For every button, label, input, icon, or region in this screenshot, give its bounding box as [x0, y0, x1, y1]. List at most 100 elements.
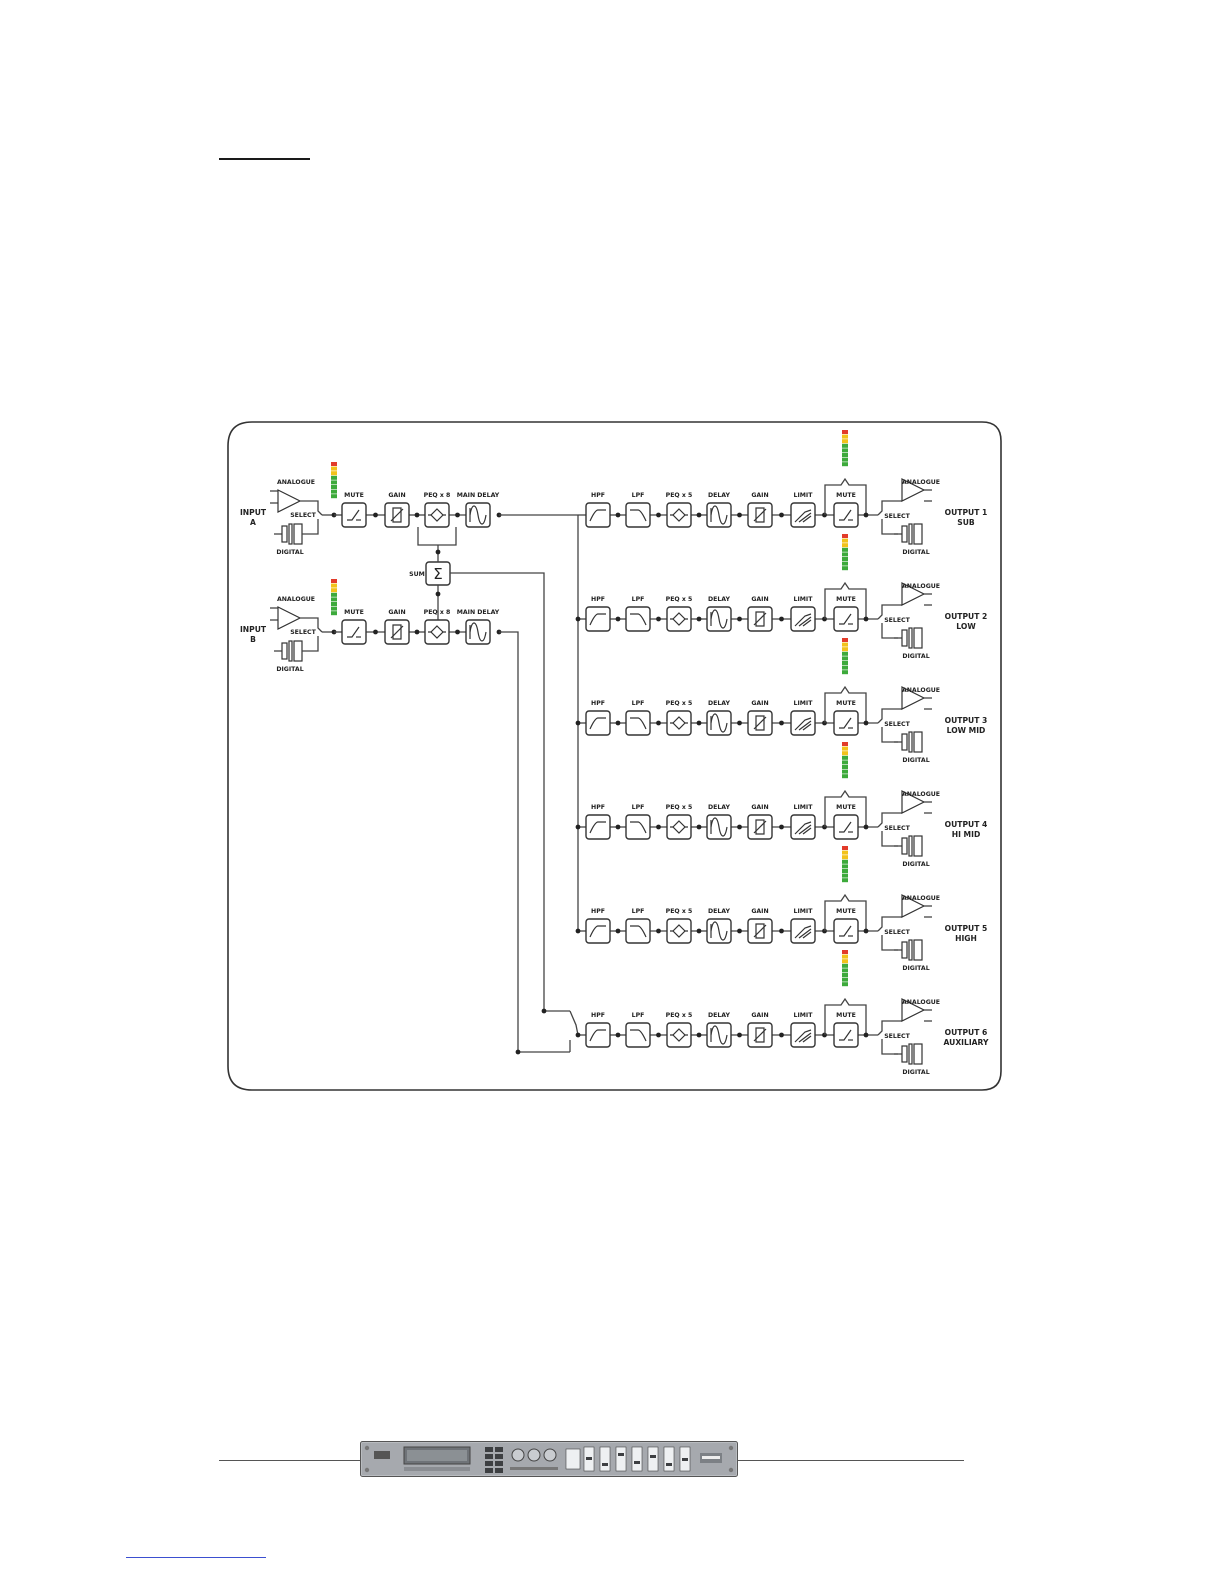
output-block-hpf: HPF	[585, 492, 611, 528]
meter-segment	[331, 485, 337, 489]
meter-segment	[842, 661, 848, 665]
block-box	[790, 918, 816, 944]
meter-segment	[842, 751, 848, 756]
block-label: LIMIT	[794, 700, 814, 707]
digital-port-icon	[901, 733, 908, 751]
block-label: MUTE	[836, 1012, 856, 1019]
block-label: LPF	[632, 700, 645, 707]
meter-segment	[842, 878, 848, 883]
output-block-gain: GAIN	[747, 1012, 773, 1048]
gain-icon	[755, 923, 765, 939]
digital-port-icon	[908, 627, 913, 649]
junction-dot	[696, 928, 702, 934]
digital-label: DIGITAL	[276, 549, 303, 556]
meter-segment	[331, 471, 337, 476]
block-box	[666, 814, 692, 840]
limit-icon	[802, 931, 812, 939]
processor-front-panel-image	[360, 1441, 738, 1477]
lpf-icon	[630, 821, 647, 834]
junction-dot	[696, 824, 702, 830]
meter-segment	[331, 462, 337, 466]
meter-segment	[842, 434, 848, 439]
block-label: DELAY	[708, 908, 731, 915]
select-label: SELECT	[884, 929, 910, 936]
limit-icon	[794, 821, 812, 835]
block-box	[341, 619, 367, 645]
meter-segment	[842, 552, 848, 557]
analogue-label: ANALOGUE	[902, 479, 940, 486]
block-box	[424, 619, 450, 645]
junction-dot	[779, 616, 784, 622]
digital-port-icon	[901, 837, 908, 855]
output-block-lpf: LPF	[625, 492, 651, 528]
output-block-mute: MUTE	[833, 1012, 859, 1048]
signal-line	[499, 631, 570, 1053]
output-block-peq-x-5: PEQ x 5	[666, 908, 693, 944]
meter-segment	[842, 950, 848, 954]
block-label: PEQ x 5	[666, 1012, 693, 1019]
junction-dot	[615, 616, 621, 622]
signal-line	[881, 831, 898, 847]
limit-icon	[802, 723, 812, 731]
digital-label: DIGITAL	[902, 965, 929, 972]
input-level-meter	[331, 579, 337, 616]
digital-port-icon	[281, 642, 288, 660]
meter-segment	[842, 959, 848, 964]
select-label: SELECT	[884, 1033, 910, 1040]
signal-line	[300, 500, 323, 516]
output-block-peq-x-5: PEQ x 5	[666, 596, 692, 632]
output-name: AUXILIARY	[944, 1038, 989, 1047]
output-name: HIGH	[955, 934, 977, 943]
output-block-limit: LIMIT	[790, 596, 816, 632]
hpf-icon	[589, 613, 606, 626]
meter-segment	[842, 566, 848, 571]
block-label: GAIN	[388, 609, 405, 616]
signal-line	[824, 685, 867, 723]
block-label: DELAY	[708, 492, 731, 499]
junction-dot	[615, 720, 621, 726]
junction-dot	[575, 616, 581, 622]
limit-icon	[798, 928, 812, 939]
digital-port-icon	[913, 1043, 923, 1065]
junction-dot	[575, 1032, 581, 1038]
footer-link-underline[interactable]	[126, 1557, 266, 1558]
junction-dot	[863, 928, 869, 934]
junction-dot	[615, 824, 621, 830]
signal-line	[881, 1039, 898, 1055]
block-label: LIMIT	[794, 804, 814, 811]
junction-dot	[779, 720, 784, 726]
limit-icon	[802, 827, 812, 835]
block-box	[790, 814, 816, 840]
delay-icon	[710, 817, 728, 837]
block-label: LIMIT	[794, 1012, 814, 1019]
output-level-meter	[842, 950, 848, 987]
signal-line	[824, 893, 867, 931]
meter-segment	[842, 543, 848, 548]
meter-segment	[842, 557, 848, 561]
junction-dot	[575, 824, 581, 830]
block-label: MUTE	[836, 492, 856, 499]
output-block-gain: GAIN	[747, 596, 773, 632]
output-block-delay: DELAY	[706, 804, 732, 840]
output-level-meter	[842, 430, 848, 467]
output-name: LOW	[956, 622, 976, 631]
lpf-icon	[630, 613, 647, 626]
input-block-mute: MUTE	[341, 492, 367, 528]
block-label: MUTE	[344, 609, 364, 616]
meter-segment	[842, 968, 848, 973]
gain-icon	[755, 1027, 765, 1043]
junction-dot	[696, 1032, 702, 1038]
block-label: PEQ x 5	[666, 908, 693, 915]
block-label: GAIN	[751, 908, 768, 915]
block-label: GAIN	[751, 596, 768, 603]
junction-dot	[737, 1032, 742, 1038]
output-block-lpf: LPF	[625, 804, 651, 840]
meter-segment	[842, 642, 848, 647]
digital-port-icon	[288, 523, 293, 545]
junction-dot	[863, 720, 869, 726]
lpf-icon	[630, 509, 647, 522]
digital-label: DIGITAL	[276, 666, 303, 673]
analogue-label: ANALOGUE	[902, 999, 940, 1006]
